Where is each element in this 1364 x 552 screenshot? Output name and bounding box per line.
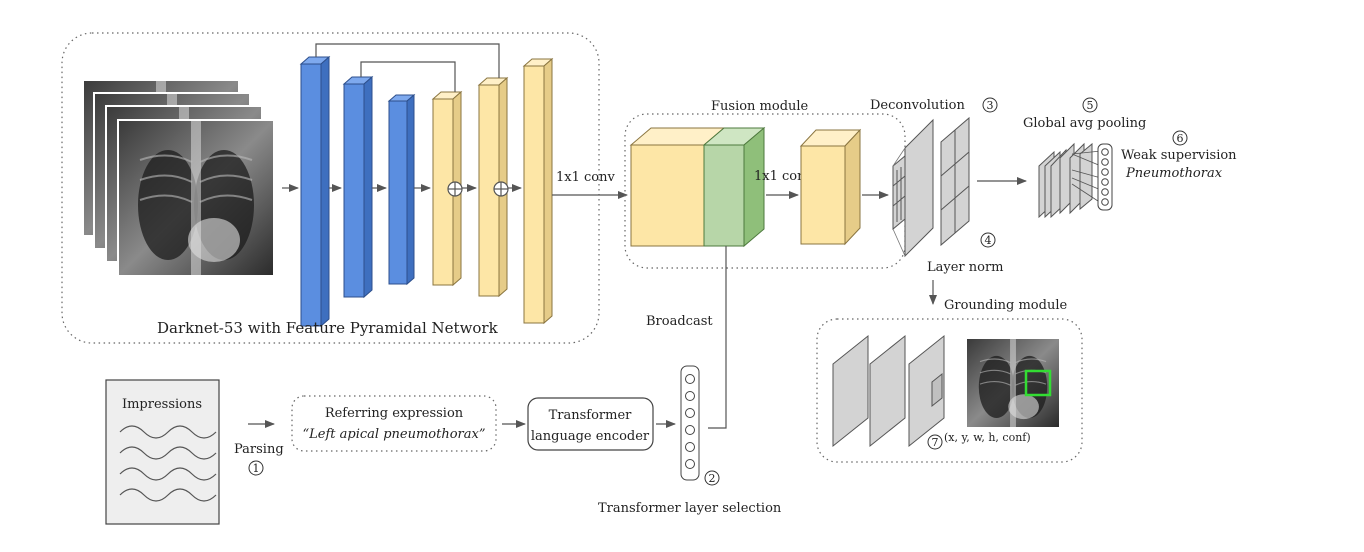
- step-4-marker: 4: [980, 232, 996, 248]
- broadcast-connector: [708, 246, 727, 429]
- fusion-visual-block: [629, 127, 726, 247]
- backbone-layer-1: [299, 55, 331, 328]
- fusion-label: Fusion module: [711, 99, 809, 114]
- language-encoder-box: Transformer language encoder: [527, 397, 654, 451]
- fpn-layer-2: [477, 76, 509, 298]
- fusion-text-block: [702, 126, 766, 248]
- weak-class-label: Pneumothorax: [1125, 166, 1223, 181]
- step-5-marker: 5: [1082, 97, 1098, 113]
- step-3-marker: 3: [982, 97, 998, 113]
- conv-label-2: 1x1 conv: [754, 169, 813, 184]
- darknet-region: Darknet-53 with Feature Pyramidal Networ…: [61, 32, 600, 344]
- grounding-xray-image: [967, 339, 1059, 427]
- grounding-label: Grounding module: [944, 298, 1067, 313]
- bbox-label: (x, y, w, h, conf): [944, 431, 1031, 444]
- predicted-box: [1024, 369, 1052, 397]
- layer-selection-label: Transformer layer selection: [598, 501, 782, 516]
- layer-norm-label: Layer norm: [927, 260, 1004, 275]
- referring-expression-box: Referring expression “Left apical pneumo…: [291, 395, 497, 452]
- weak-supervision-label: Weak supervision: [1121, 148, 1237, 163]
- backbone-layer-3: [387, 93, 416, 286]
- step-2-marker: 2: [704, 470, 720, 486]
- gap-label: Global avg pooling: [1023, 116, 1146, 131]
- impressions-label: Impressions: [122, 397, 202, 412]
- svg-text:6: 6: [1177, 132, 1184, 145]
- skip-connection: [315, 43, 500, 78]
- encoder-label-1: Transformer: [549, 408, 633, 423]
- svg-text:4: 4: [985, 234, 992, 247]
- add-operator-icon: [447, 181, 463, 197]
- impressions-document: Impressions: [105, 379, 220, 525]
- svg-text:7: 7: [932, 436, 939, 449]
- encoder-label-2: language encoder: [531, 429, 650, 444]
- svg-text:1: 1: [253, 462, 260, 475]
- svg-text:5: 5: [1087, 99, 1094, 112]
- parsing-label: Parsing: [234, 442, 284, 457]
- step-1-marker: 1: [248, 460, 264, 476]
- text-lines-icon: [119, 425, 217, 502]
- backbone-layer-2: [342, 75, 374, 299]
- xray-image: [117, 119, 275, 277]
- add-operator-icon: [493, 181, 509, 197]
- broadcast-label: Broadcast: [646, 314, 713, 329]
- darknet-label: Darknet-53 with Feature Pyramidal Networ…: [157, 319, 499, 337]
- fused-feature-block: [799, 128, 862, 246]
- deconv-label: Deconvolution: [870, 98, 966, 113]
- conv-label-1: 1x1 conv: [556, 170, 615, 185]
- step-6-marker: 6: [1172, 130, 1188, 146]
- svg-text:2: 2: [709, 472, 716, 485]
- grounding-module: 7 (x, y, w, h, conf): [816, 318, 1083, 463]
- xray-stack: [82, 79, 275, 277]
- referring-text: “Left apical pneumothorax”: [303, 427, 486, 442]
- referring-label: Referring expression: [325, 406, 464, 421]
- skip-connection: [360, 61, 456, 92]
- text-embedding-vector: [680, 365, 700, 481]
- darknet-dotted-border: [61, 32, 600, 344]
- svg-text:3: 3: [987, 99, 994, 112]
- global-avg-pooling: 5 Global avg pooling: [1023, 97, 1146, 219]
- deconvolution-block: Deconvolution: [870, 98, 970, 258]
- step-7-marker: 7: [927, 434, 943, 450]
- fusion-module: Fusion module 1x1 conv: [624, 99, 906, 269]
- fpn-layer-1: [431, 90, 463, 287]
- fpn-layer-3: [522, 57, 554, 325]
